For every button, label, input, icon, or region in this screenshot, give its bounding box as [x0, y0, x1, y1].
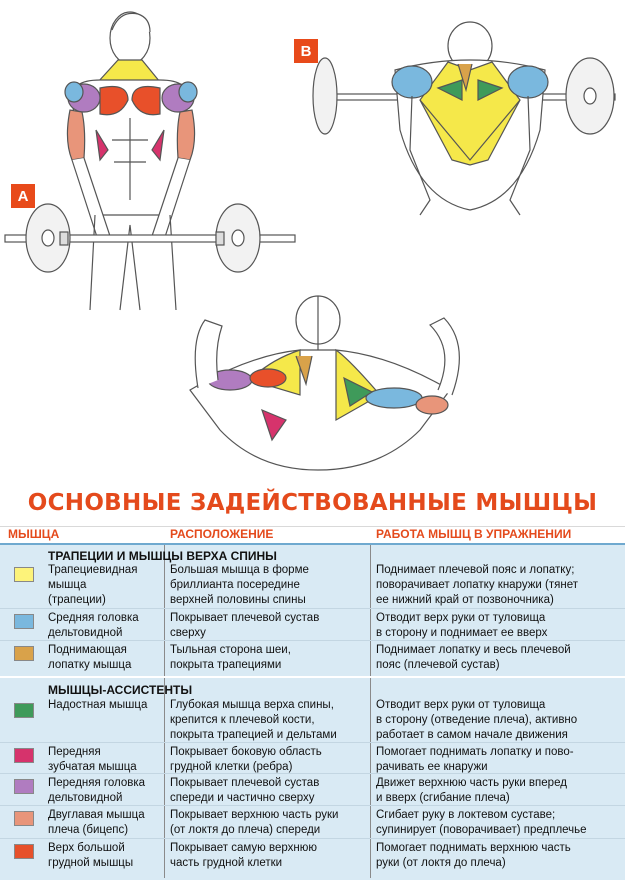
muscle-function: Движет верхнюю часть руки вперед и вверх… [376, 777, 567, 804]
column-divider-1 [164, 545, 165, 878]
exercise-illustrations [4, 11, 616, 471]
color-swatch-purple [14, 779, 34, 794]
muscle-location: Покрывает плечевой сустав сверху [170, 612, 320, 639]
section-divider [0, 676, 625, 678]
row-divider [0, 838, 625, 839]
muscle-name: Двуглавая мышца плеча (бицепс) [48, 809, 145, 836]
muscle-location: Глубокая мышца верха спины, крепится к п… [170, 699, 337, 741]
figure-c-back-anatomy [189, 295, 460, 471]
section-title-trapezius: ТРАПЕЦИИ И МЫШЦЫ ВЕРХА СПИНЫ [48, 549, 277, 563]
muscle-name: Передняя зубчатая мышца [48, 746, 137, 773]
muscle-location: Покрывает верхнюю часть руки (от локтя д… [170, 809, 339, 836]
muscle-name: Трапециевидная мышца (трапеции) [48, 564, 138, 606]
row-divider [0, 608, 625, 609]
column-header-muscle: МЫШЦА [8, 527, 60, 541]
muscle-location: Покрывает боковую область грудной клетки… [170, 746, 322, 773]
column-header-location: РАСПОЛОЖЕНИЕ [170, 527, 274, 541]
color-swatch-pink [14, 748, 34, 763]
color-swatch-orange [14, 646, 34, 661]
section-title-assistants: МЫШЦЫ-АССИСТЕНТЫ [48, 683, 193, 697]
muscle-name: Поднимающая лопатку мышца [48, 644, 132, 671]
muscle-function: Поднимает плечевой пояс и лопатку; повор… [376, 564, 578, 606]
muscle-function: Сгибает руку в локтевом суставе; супинир… [376, 809, 587, 836]
color-swatch-blue [14, 614, 34, 629]
row-divider [0, 640, 625, 641]
muscle-location: Тыльная сторона шеи, покрыта трапециями [170, 644, 291, 671]
color-swatch-red [14, 844, 34, 859]
panel-a-label: A [11, 184, 35, 208]
muscle-function: Помогает поднимать лопатку и пово- рачив… [376, 746, 574, 773]
muscle-location: Покрывает самую верхнюю часть грудной кл… [170, 842, 317, 869]
muscle-function: Отводит верх руки от туловища в сторону … [376, 612, 548, 639]
muscle-name: Верх большой грудной мышцы [48, 842, 134, 869]
barbell-a [4, 203, 296, 273]
color-swatch-green [14, 703, 34, 718]
muscle-location: Большая мышца в форме бриллианта посеред… [170, 564, 309, 606]
muscle-name: Средняя головка дельтовидной [48, 612, 139, 639]
muscle-name: Передняя головка дельтовидной [48, 777, 146, 804]
muscle-function: Отводит верх руки от туловища в сторону … [376, 699, 578, 741]
column-divider-2 [370, 545, 371, 878]
color-swatch-yellow [14, 567, 34, 582]
row-divider [0, 742, 625, 743]
row-divider [0, 805, 625, 806]
page-title: ОСНОВНЫЕ ЗАДЕЙСТВОВАННЫЕ МЫШЦЫ [27, 490, 598, 516]
color-swatch-salmon [14, 811, 34, 826]
muscle-function: Помогает поднимать верхнюю часть руки (о… [376, 842, 571, 869]
title-divider [0, 526, 625, 527]
column-header-function: РАБОТА МЫШЦ В УПРАЖНЕНИИ [376, 527, 572, 541]
muscle-function: Поднимает лопатку и весь плечевой пояс (… [376, 644, 571, 671]
muscle-location: Покрывает плечевой сустав спереди и част… [170, 777, 320, 804]
row-divider [0, 773, 625, 774]
muscle-table [0, 543, 625, 880]
figure-a-front [64, 11, 198, 311]
muscle-name: Надостная мышца [48, 699, 148, 711]
panel-b-label: B [294, 39, 318, 63]
figure-b-back [312, 21, 616, 216]
